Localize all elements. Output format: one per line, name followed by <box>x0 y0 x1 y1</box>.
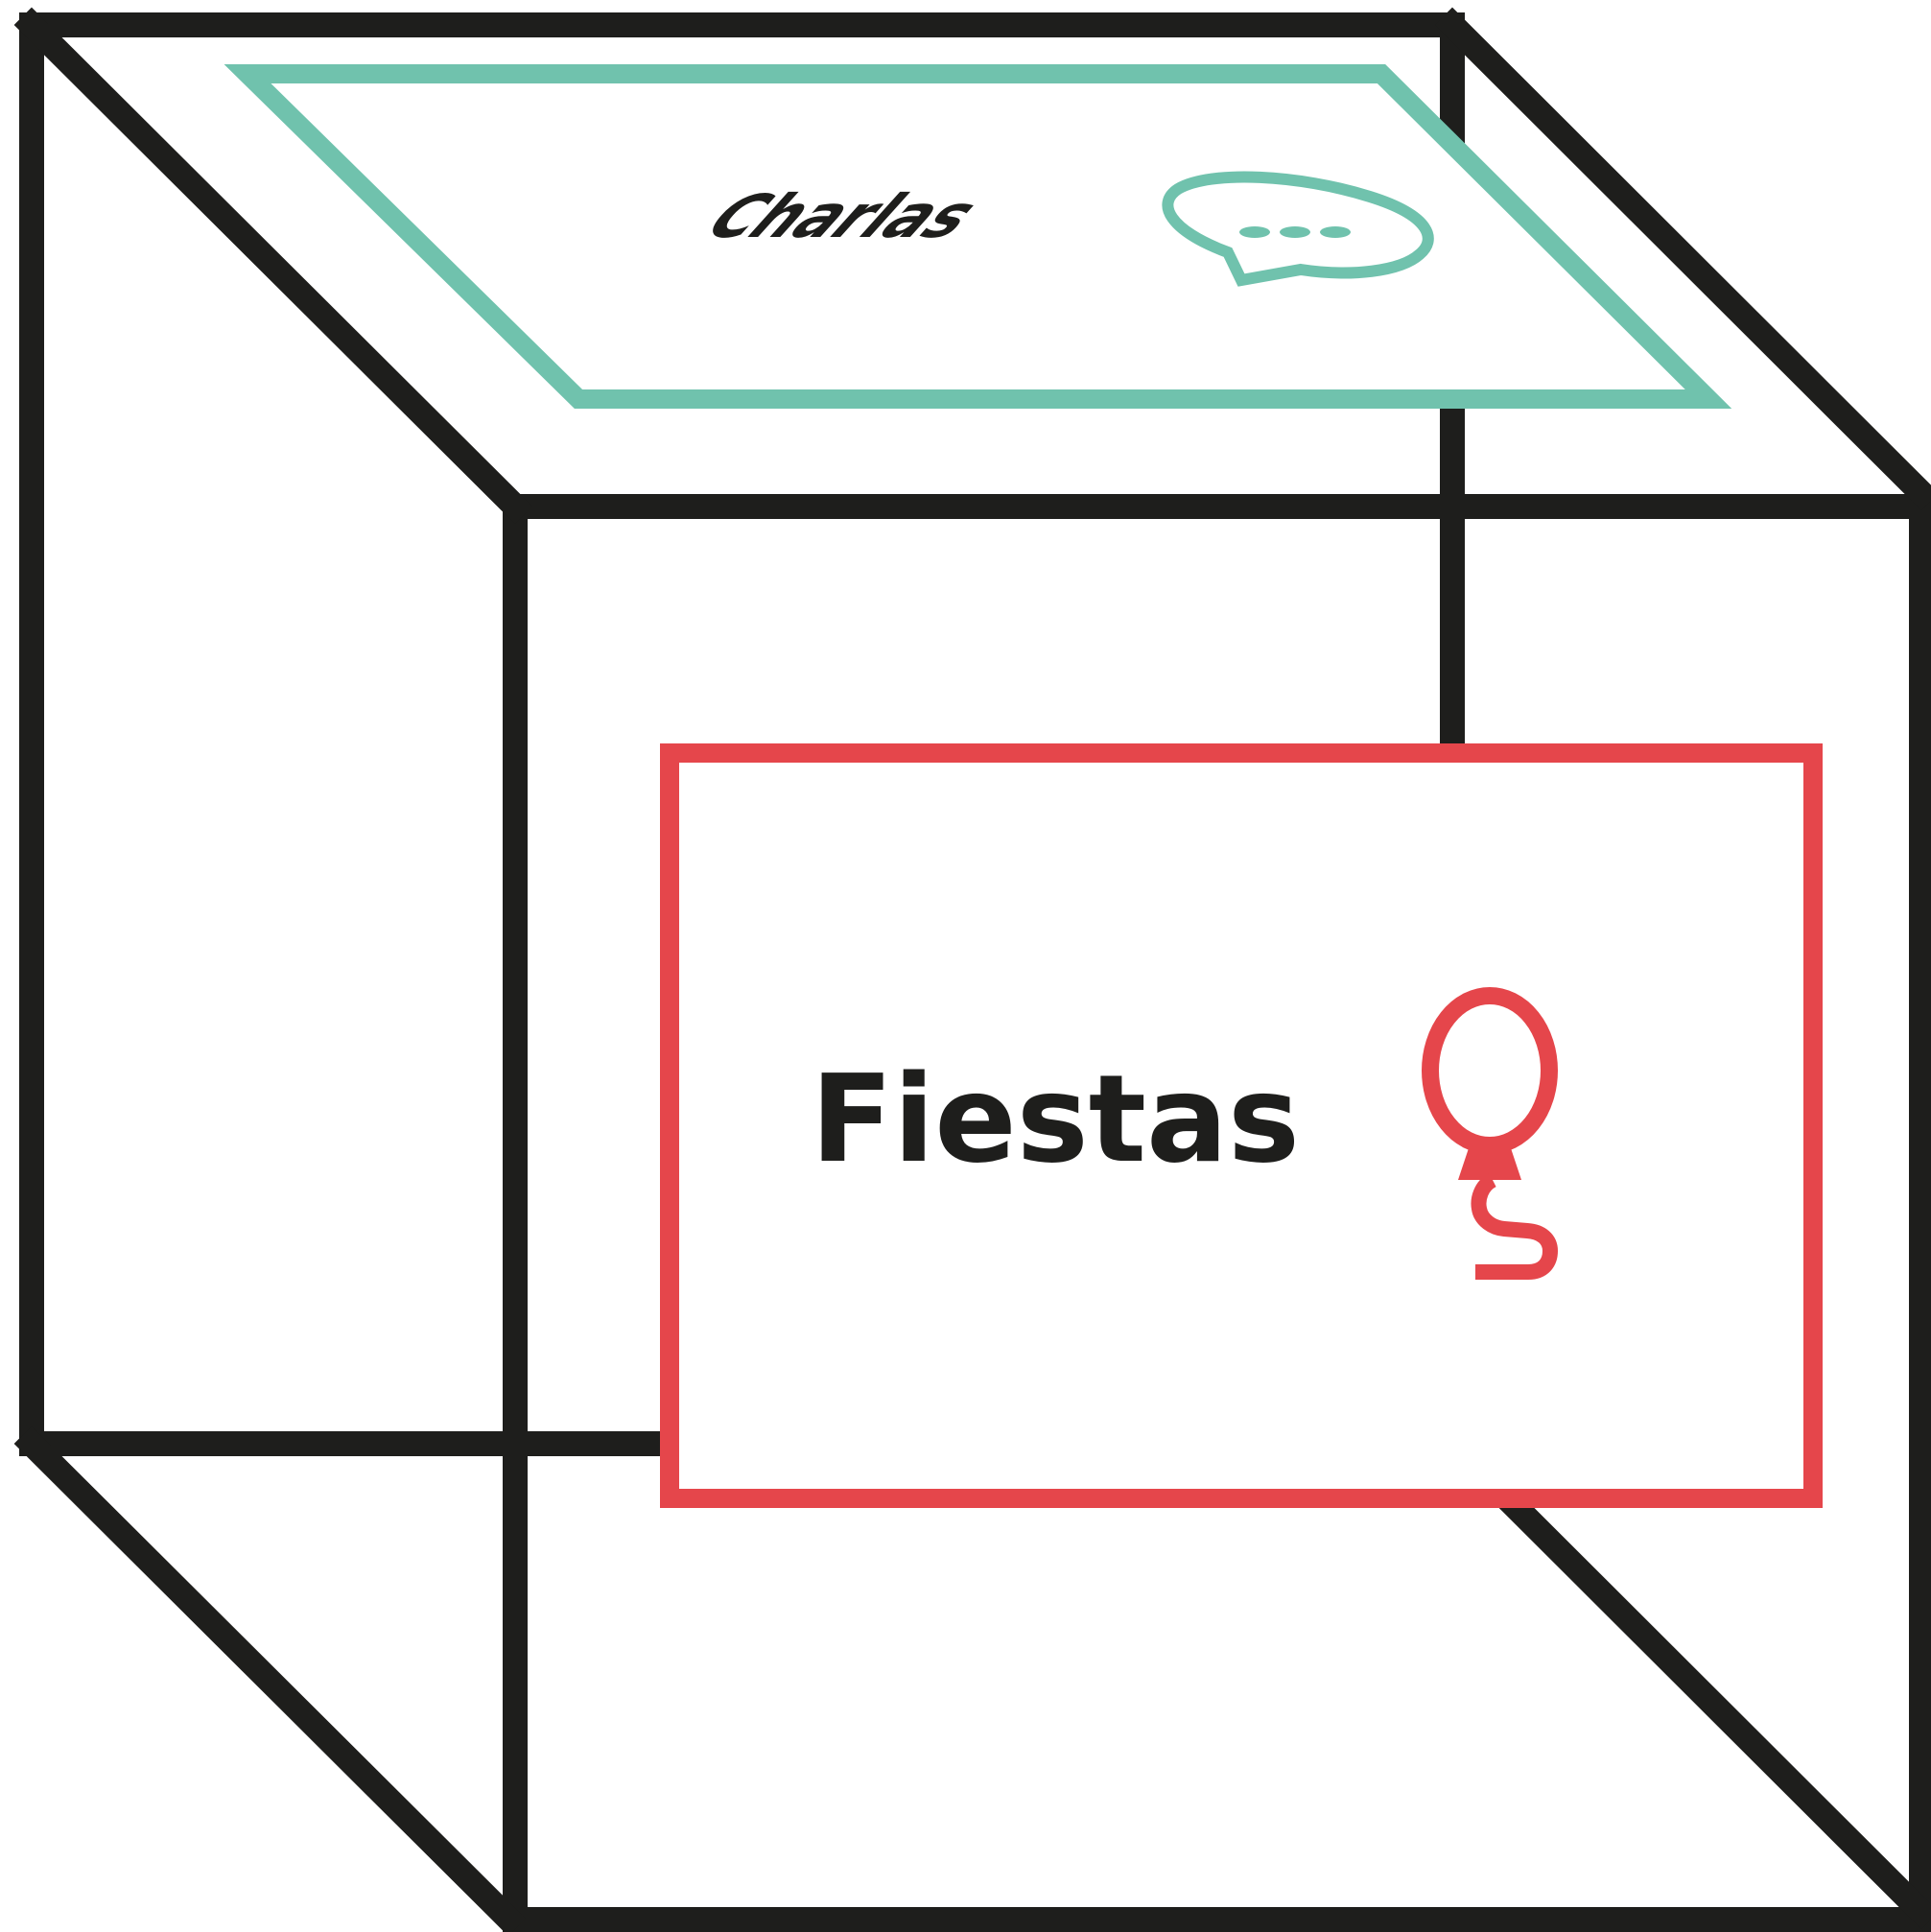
cube-edge-top-right <box>1434 7 1931 511</box>
top-panel-label: Charlas <box>686 182 1000 251</box>
cube-edge-bottom-left <box>13 1425 527 1932</box>
cube-front-face <box>503 494 1931 1932</box>
front-panel: Fiestas <box>660 743 1823 1508</box>
cube-edge-top-left <box>13 7 533 525</box>
top-panel: Charlas <box>224 64 1732 409</box>
speech-bubble-icon <box>1162 171 1434 287</box>
top-panel-outline <box>224 64 1732 409</box>
balloon-icon <box>1422 987 1559 1280</box>
front-panel-outline <box>660 743 1823 1508</box>
front-panel-label: Fiestas <box>811 1048 1300 1190</box>
cube-edge-bottom-right <box>1434 1425 1931 1930</box>
